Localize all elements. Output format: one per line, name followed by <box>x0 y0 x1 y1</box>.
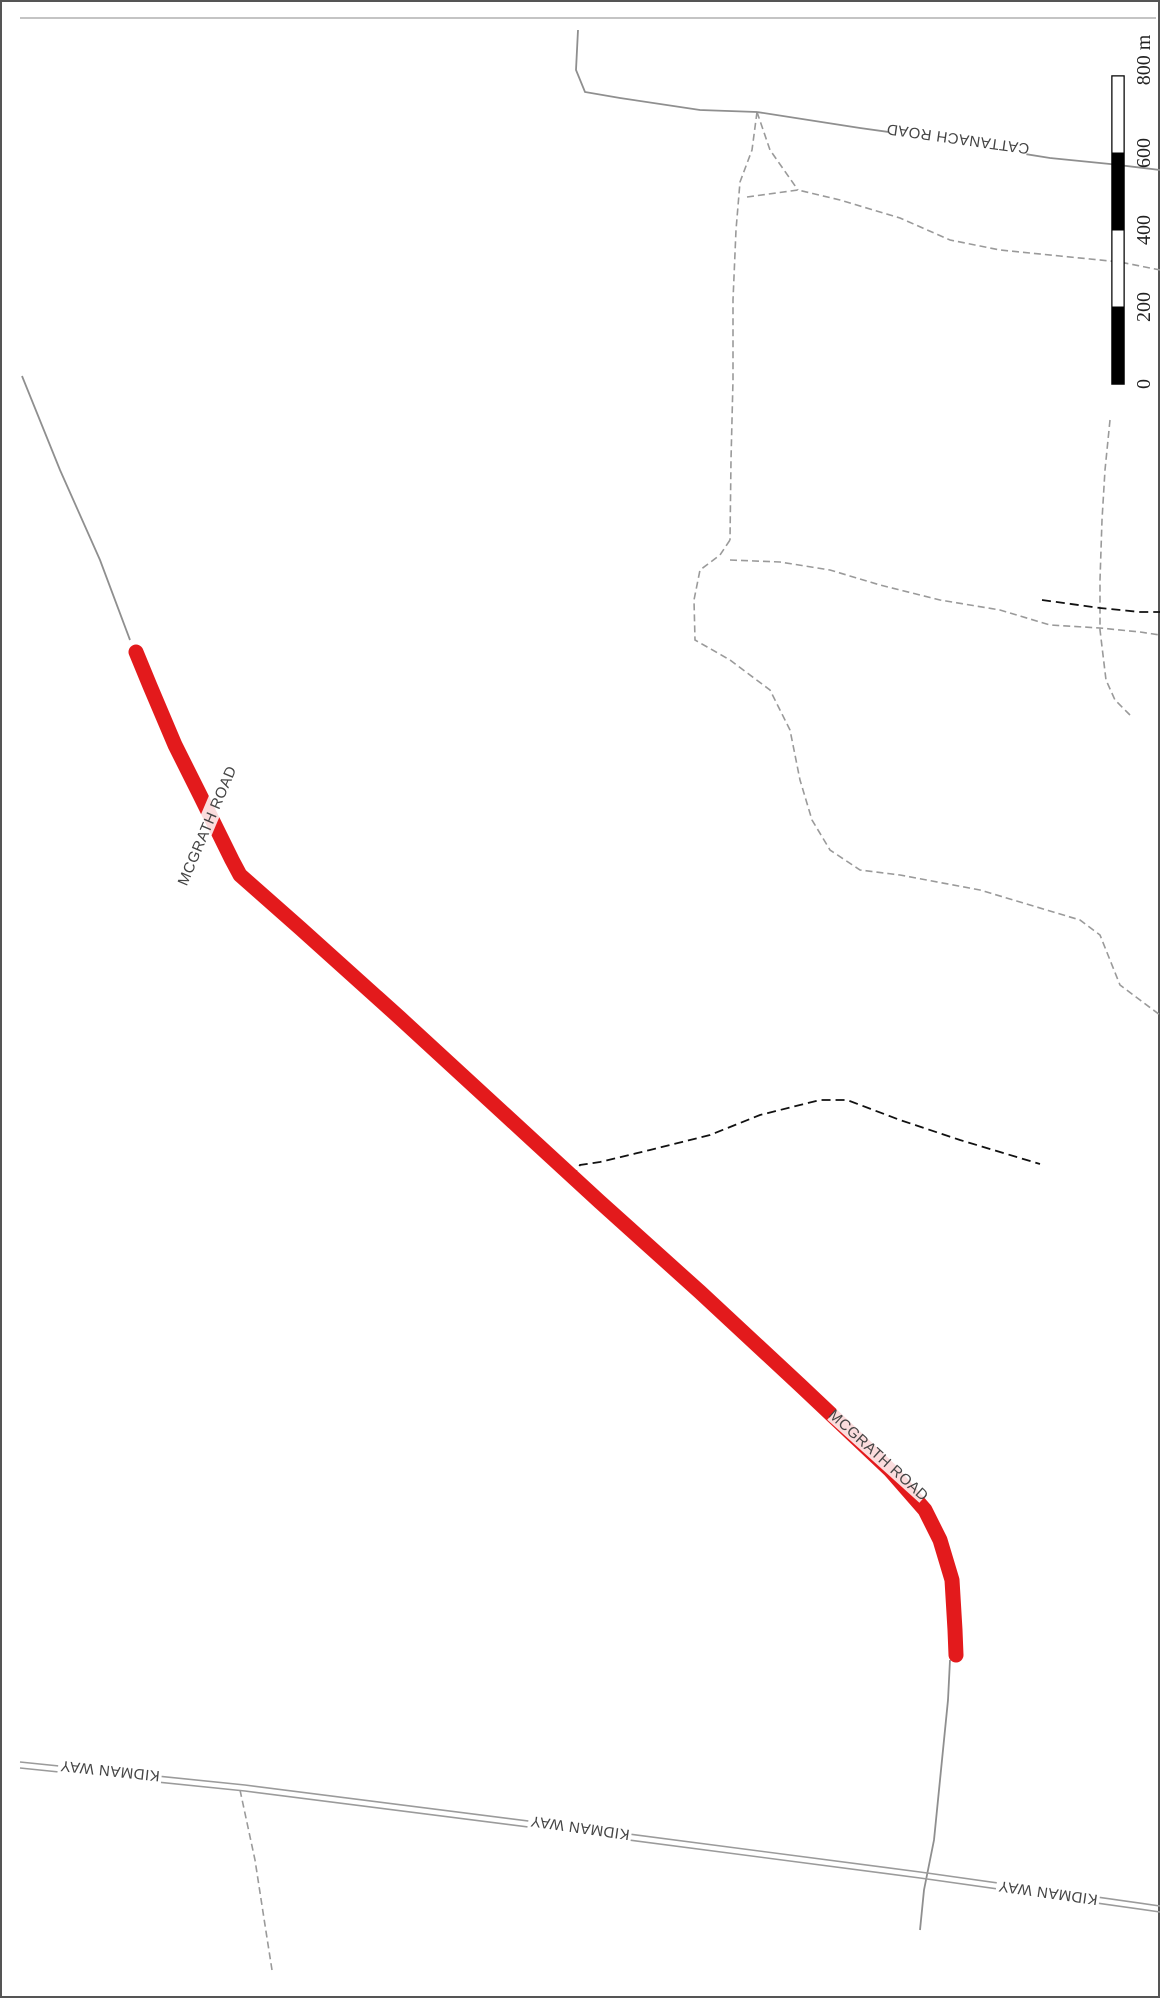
scale-tick-600: 600 <box>1133 138 1155 168</box>
scale-tick-200: 200 <box>1133 292 1155 322</box>
track-network <box>239 111 1160 1971</box>
mcgrath-road-highlight[interactable] <box>128 644 964 1663</box>
scale-bar-segment-1 <box>1112 307 1124 384</box>
scale-bar-segment-2 <box>1111 229 1125 308</box>
scale-bar-segment-4 <box>1111 75 1125 154</box>
scale-bar: 0 200 400 600 800 m <box>1111 34 1155 389</box>
track-black-dashed <box>571 599 1160 1179</box>
scale-tick-400: 400 <box>1133 215 1155 245</box>
scale-tick-0: 0 <box>1133 379 1155 389</box>
scale-bar-segment-3 <box>1112 153 1124 230</box>
scale-tick-800: 800 m <box>1133 34 1155 85</box>
